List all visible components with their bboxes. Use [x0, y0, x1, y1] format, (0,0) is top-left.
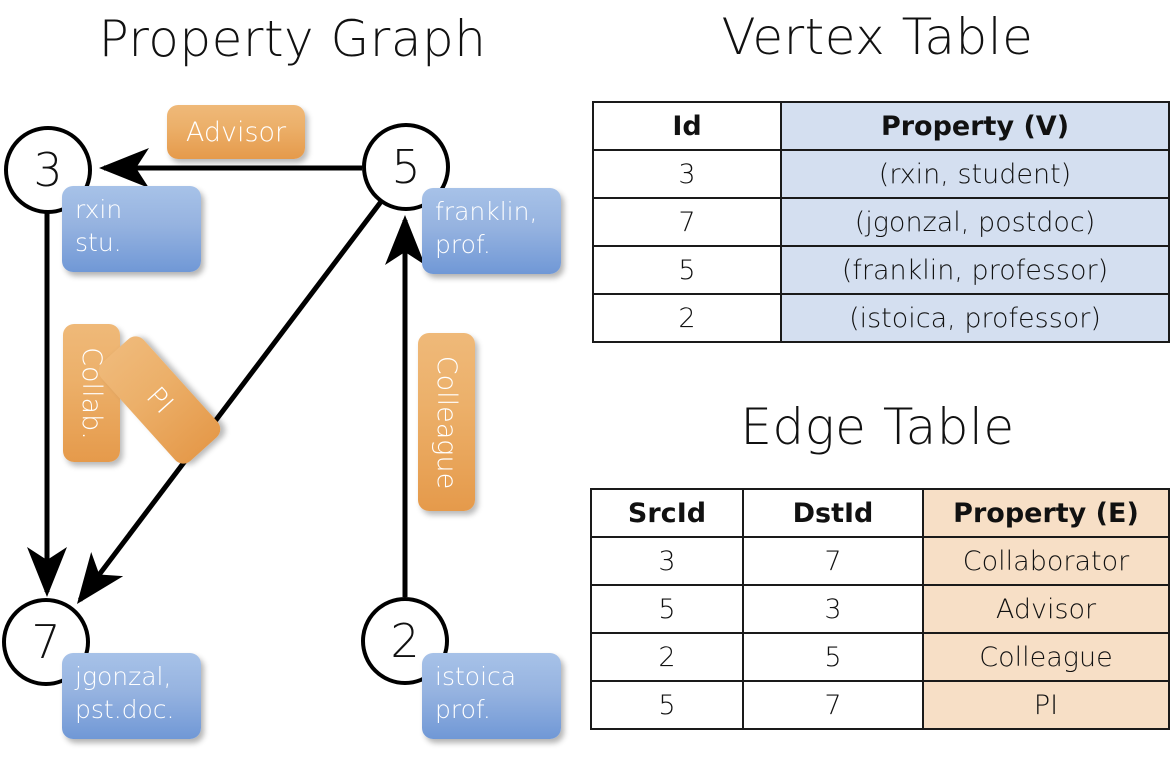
edge-property-badge-advisor: Advisor — [167, 105, 305, 159]
vertex-property-line-2: prof. — [435, 695, 491, 724]
edge-cell-dstid: 3 — [742, 584, 924, 634]
vertex-property-line-1: istoica — [435, 662, 517, 691]
table-row: 7 (jgonzal, postdoc) — [592, 197, 1170, 247]
edge-cell-dstid: 7 — [742, 536, 924, 586]
vertex-cell-property: (rxin, student) — [780, 149, 1170, 199]
edge-cell-property: PI — [922, 680, 1170, 730]
table-header-row: Id Property (V) — [592, 101, 1170, 151]
edge-cell-property: Colleague — [922, 632, 1170, 682]
vertex-property-line-2: stu. — [75, 228, 122, 257]
vertex-table: Id Property (V) 3 (rxin, student) 7 (jgo… — [592, 101, 1170, 343]
edge-property-label: Colleague — [431, 355, 462, 489]
vertex-cell-id: 5 — [592, 245, 782, 295]
edge-cell-dstid: 5 — [742, 632, 924, 682]
edge-cell-srcid: 5 — [590, 584, 744, 634]
edge-col-property: Property (E) — [922, 488, 1170, 538]
vertex-property-line-1: franklin, — [435, 197, 538, 226]
edge-col-dstid: DstId — [742, 488, 924, 538]
table-row: 5 7 PI — [590, 680, 1170, 730]
graph-node-2[interactable]: 2 — [361, 597, 449, 685]
table-header-row: SrcId DstId Property (E) — [590, 488, 1170, 538]
table-row: 3 7 Collaborator — [590, 536, 1170, 586]
edge-property-badge-collab: Collab. — [63, 324, 120, 462]
vertex-property-badge-3: rxin stu. — [62, 186, 201, 272]
table-row: 5 3 Advisor — [590, 584, 1170, 634]
table-row: 3 (rxin, student) — [592, 149, 1170, 199]
vertex-cell-property: (franklin, professor) — [780, 245, 1170, 295]
page-title-edge-table: Edge Table — [740, 398, 1015, 456]
vertex-property-badge-2: istoica prof. — [422, 653, 561, 739]
vertex-col-property: Property (V) — [780, 101, 1170, 151]
vertex-property-line-2: pst.doc. — [75, 695, 175, 724]
vertex-cell-id: 2 — [592, 293, 782, 343]
page-title-property-graph: Property Graph — [98, 10, 487, 68]
page-title-vertex-table: Vertex Table — [721, 8, 1034, 66]
vertex-property-badge-7: jgonzal, pst.doc. — [62, 653, 201, 739]
edge-cell-srcid: 3 — [590, 536, 744, 586]
edge-property-label: PI — [139, 380, 180, 420]
vertex-cell-id: 7 — [592, 197, 782, 247]
vertex-property-line-2: prof. — [435, 230, 491, 259]
property-graph-diagram: 3 5 7 2 rxin stu. franklin, prof. jgonza… — [2, 105, 561, 739]
table-row: 2 5 Colleague — [590, 632, 1170, 682]
vertex-cell-property: (istoica, professor) — [780, 293, 1170, 343]
edge-table: SrcId DstId Property (E) 3 7 Collaborato… — [590, 488, 1170, 730]
table-row: 5 (franklin, professor) — [592, 245, 1170, 295]
edge-cell-property: Advisor — [922, 584, 1170, 634]
vertex-cell-property: (jgonzal, postdoc) — [780, 197, 1170, 247]
edge-col-srcid: SrcId — [590, 488, 744, 538]
vertex-col-id: Id — [592, 101, 782, 151]
edge-cell-srcid: 5 — [590, 680, 744, 730]
vertex-property-badge-5: franklin, prof. — [422, 188, 561, 274]
vertex-property-line-1: jgonzal, — [75, 662, 172, 691]
edge-cell-dstid: 7 — [742, 680, 924, 730]
edge-cell-srcid: 2 — [590, 632, 744, 682]
edge-arrow-pi — [76, 197, 385, 604]
graph-node-5[interactable]: 5 — [362, 123, 450, 211]
edge-property-label: Advisor — [185, 116, 287, 148]
graph-edge-arrows — [27, 148, 425, 604]
vertex-property-line-1: rxin — [75, 195, 123, 224]
edge-property-badge-colleague: Colleague — [418, 333, 475, 511]
edge-property-label: Collab. — [76, 346, 107, 440]
vertex-cell-id: 3 — [592, 149, 782, 199]
table-row: 2 (istoica, professor) — [592, 293, 1170, 343]
edge-cell-property: Collaborator — [922, 536, 1170, 586]
